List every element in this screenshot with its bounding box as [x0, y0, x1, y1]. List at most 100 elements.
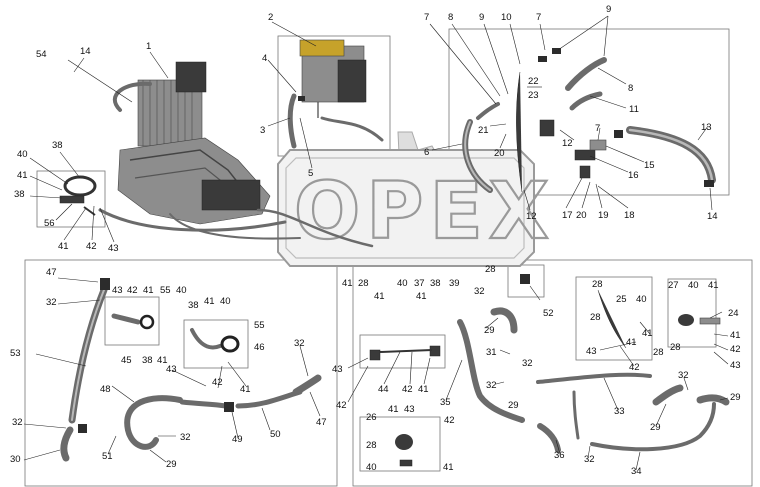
callout-label: 29: [730, 392, 741, 403]
callout-label: 41: [443, 462, 454, 473]
hose-36: [537, 423, 561, 453]
callout-label: 11: [629, 104, 639, 115]
callout-label: 37: [414, 278, 425, 289]
callout-label: 49: [232, 434, 243, 445]
callout-label: 41: [708, 280, 719, 291]
callout-label: 22: [528, 76, 539, 87]
callout-label: 20: [576, 210, 587, 221]
callout-label: 41: [418, 384, 429, 395]
leader-lines: [23, 15, 729, 471]
lower-right-parts: [369, 274, 730, 467]
callout-label: 35: [440, 397, 451, 408]
callout-label: 41: [240, 384, 251, 395]
callout-label: 41: [416, 291, 427, 302]
callout-label: 38: [188, 300, 199, 311]
callout-label: 28: [590, 312, 601, 323]
callout-label: 3: [260, 125, 265, 136]
callout-label: 28: [670, 342, 681, 353]
callout-label: 42: [127, 285, 138, 296]
callout-label: 52: [543, 308, 554, 319]
callout-label: 33: [614, 406, 625, 417]
hose-53: [68, 286, 108, 424]
callout-label: 42: [730, 344, 741, 355]
callout-label: 47: [46, 267, 57, 278]
callout-label: 8: [448, 12, 453, 23]
hose-48: [124, 395, 183, 450]
callout-label: 32: [486, 380, 497, 391]
callout-labels-lower-right: 41 28 41 40 37 38 39 41 43 42 44 42 41 2…: [332, 264, 741, 477]
callout-label: 53: [10, 348, 21, 359]
callout-label: 32: [46, 297, 57, 308]
callout-label: 43: [332, 364, 343, 375]
callout-label: 43: [586, 346, 597, 357]
callout-label: 41: [143, 285, 154, 296]
frame-inset-45: [104, 296, 160, 346]
callout-label: 40: [397, 278, 408, 289]
callout-label: 43: [730, 360, 741, 371]
callout-label: 20: [494, 148, 505, 159]
callout-label: 17: [562, 210, 573, 221]
callout-label: 41: [730, 330, 741, 341]
callout-label: 40: [688, 280, 699, 291]
callout-label: 7: [595, 123, 600, 134]
callout-label: 38: [430, 278, 441, 289]
callout-label: 38: [142, 355, 153, 366]
callout-label: 21: [478, 125, 489, 136]
callout-label: 15: [644, 160, 655, 171]
callout-label: 29: [166, 459, 177, 470]
callout-label: 29: [650, 422, 661, 433]
callout-label: 25: [616, 294, 627, 305]
callout-label: 28: [485, 264, 496, 275]
callout-label: 40: [176, 285, 187, 296]
callout-label: 28: [358, 278, 369, 289]
callout-label: 38: [14, 189, 25, 200]
callout-label: 13: [701, 122, 712, 133]
callout-label: 24: [728, 308, 739, 319]
callout-label: 42: [336, 400, 347, 411]
hose-29-right: [696, 394, 730, 406]
callout-label: 29: [508, 400, 519, 411]
callout-label: 44: [378, 384, 389, 395]
callout-label: 41: [374, 291, 385, 302]
callout-label: 32: [294, 338, 305, 349]
callout-label: 23: [528, 90, 539, 101]
callout-label: 31: [486, 347, 497, 358]
callout-label: 4: [262, 53, 267, 64]
callout-label: 39: [449, 278, 460, 289]
callout-label: 41: [204, 296, 215, 307]
callout-label: 19: [598, 210, 609, 221]
callout-label: 2: [268, 12, 273, 23]
callout-label: 51: [102, 451, 113, 462]
callout-label: 12: [562, 138, 573, 149]
callout-label: 9: [606, 4, 611, 15]
hose-35: [457, 319, 525, 423]
gearbox: [201, 179, 261, 211]
callout-label: 34: [631, 466, 642, 477]
frame-inset-52: [507, 264, 545, 298]
callout-label: 56: [44, 218, 55, 229]
callout-label: 18: [624, 210, 635, 221]
callout-label: 43: [166, 364, 177, 375]
callout-label: 14: [80, 46, 91, 57]
callout-label: 42: [402, 384, 413, 395]
callout-label: 41: [388, 404, 399, 415]
lower-left-parts: [60, 278, 322, 462]
frame-clamp-detail: [36, 170, 106, 228]
hose-11: [565, 57, 607, 91]
hose-47: [292, 374, 322, 396]
frame-lower-left: [24, 259, 338, 487]
callout-label: 32: [522, 358, 533, 369]
callout-label: 42: [629, 362, 640, 373]
engine-assembly: [98, 61, 374, 248]
callout-label: 36: [554, 450, 565, 461]
pipe-25: [597, 289, 627, 349]
callout-label: 40: [366, 462, 377, 473]
callout-label: 41: [342, 278, 353, 289]
callout-label: 38: [52, 140, 63, 151]
callout-label: 32: [12, 417, 23, 428]
expansion-tank-detail: [287, 39, 384, 149]
callout-label: 10: [501, 12, 512, 23]
callout-label: 40: [220, 296, 231, 307]
pipe-33: [536, 372, 652, 384]
